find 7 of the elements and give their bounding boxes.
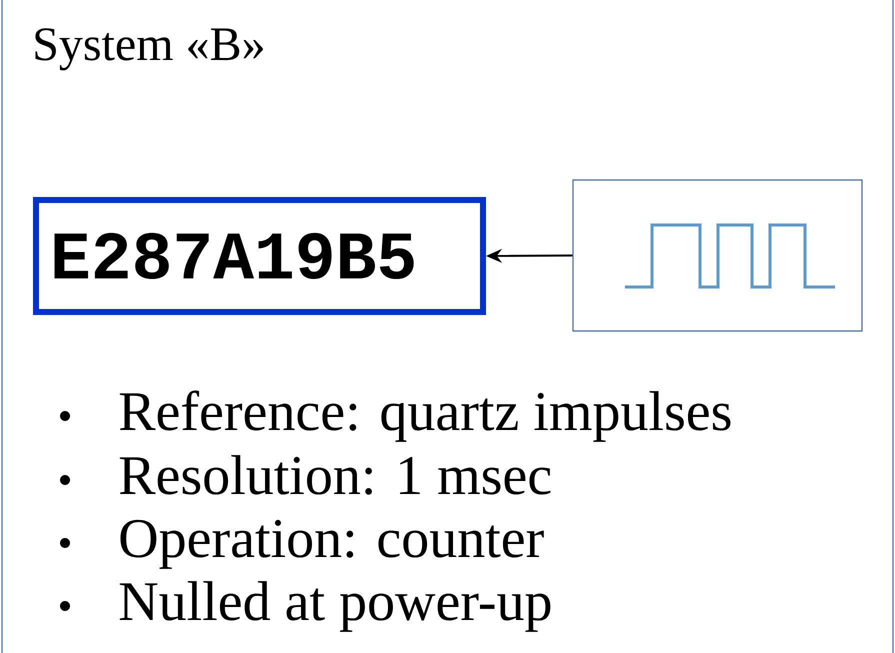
signal-box — [572, 179, 863, 332]
bullet-text: Reference: quartz impulses — [120, 390, 730, 442]
bullet-text: Operation: counter — [120, 520, 544, 569]
panel-heading: System «B» — [35, 28, 263, 70]
bullet-text: Nulled at power-up — [120, 581, 550, 632]
counter-display: E287A19B5 — [33, 197, 486, 315]
bullet-text: Resolution: 1 msec — [120, 455, 550, 495]
